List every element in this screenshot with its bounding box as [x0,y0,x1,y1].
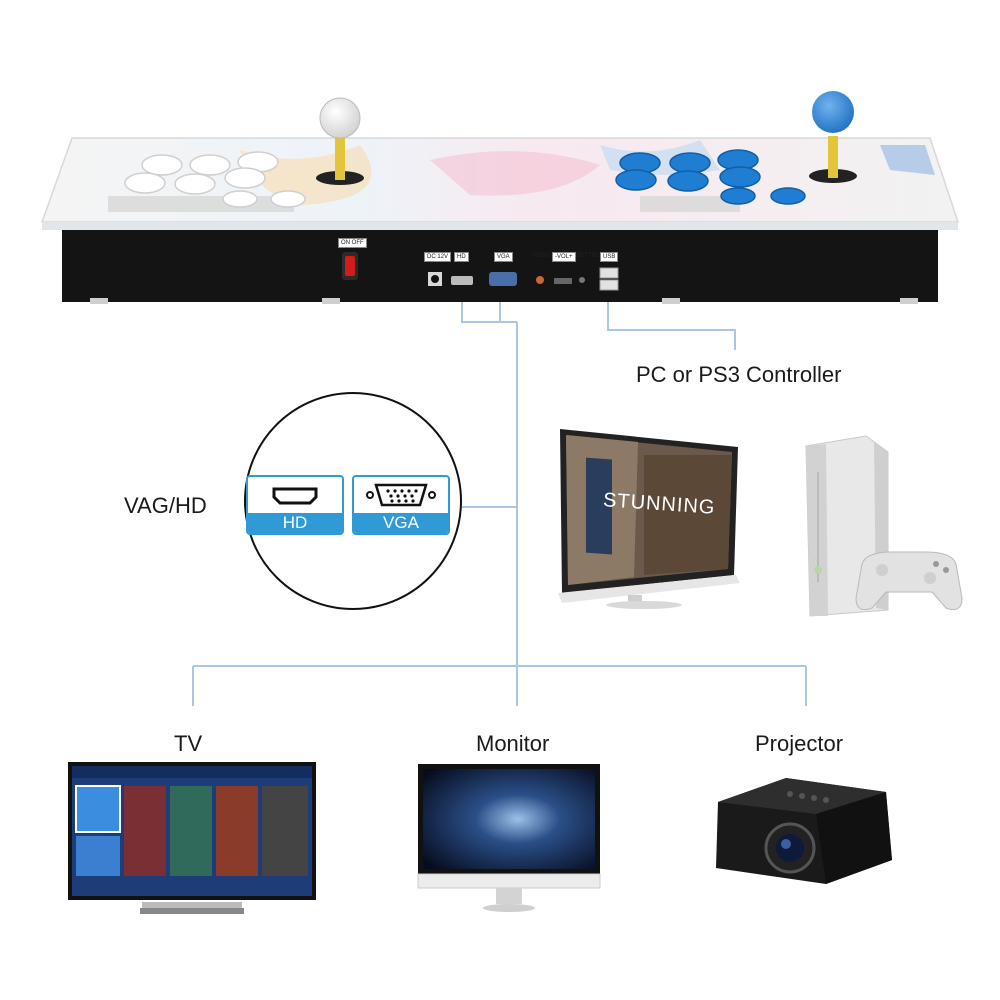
vga-icon [366,483,436,507]
port-label-dc: DC 12V [424,252,452,262]
port-label-vga: VGA [494,252,513,262]
port-label-setting: SETTING [576,253,603,259]
controller-label: PC or PS3 Controller [636,362,842,387]
hdmi-icon [272,487,318,505]
port-label-hd: HD [454,252,469,262]
port-label-audio: AUDIO [532,253,552,259]
hd-port-label: HD [248,513,342,533]
arcade-console: ON OFF DC 12V HD VGA AUDIO -VOL+ SETTING… [0,0,1000,320]
game-console-image [796,432,966,622]
projector-label: Projector [755,731,844,756]
projector-image [706,772,896,892]
tv-image [66,760,318,920]
monitor-image [416,760,604,920]
port-label-vol: -VOL+ [552,252,576,262]
port-label-usb: USB [600,252,619,262]
vga-port-label: VGA [354,513,448,533]
power-switch-label: ON OFF [338,238,367,248]
console-body [62,226,938,302]
vga-port-card: VGA [352,475,450,535]
monitor-label: Monitor [476,731,550,756]
monitor-image-angled: STUNNING [548,425,748,610]
video-output-label: VAG/HD [124,493,207,518]
tv-label: TV [174,731,203,756]
hd-port-card: HD [246,475,344,535]
